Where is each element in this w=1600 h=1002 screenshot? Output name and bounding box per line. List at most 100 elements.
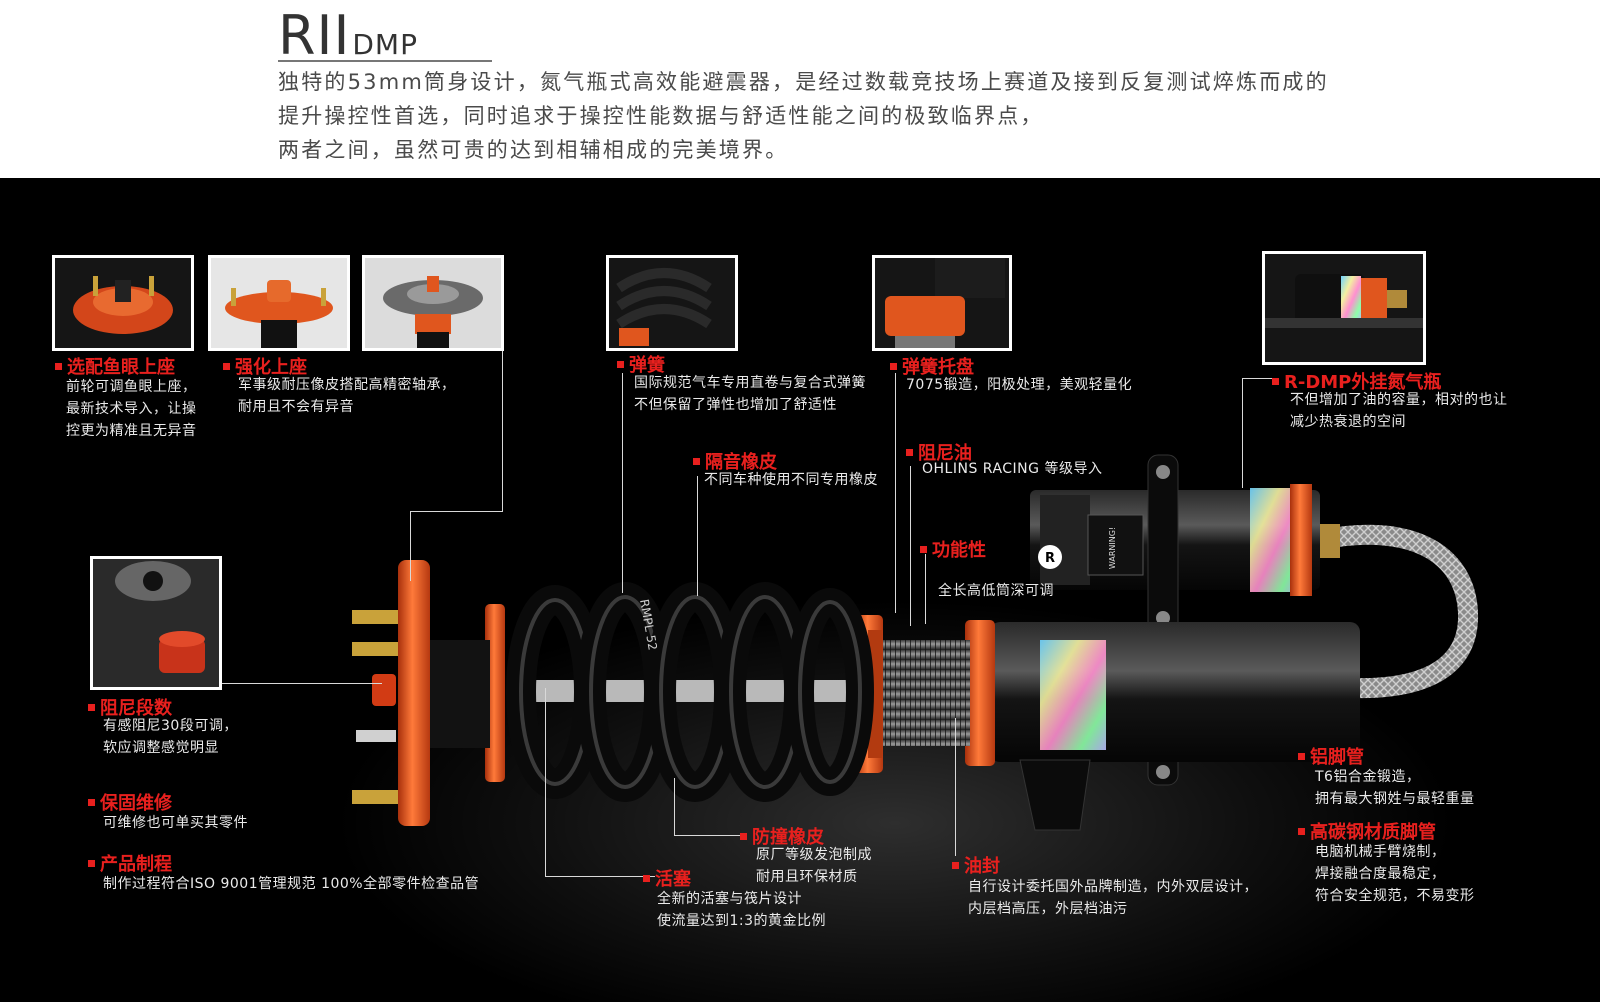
bullet-square — [906, 448, 913, 456]
reservoir-badge-text: R — [1045, 551, 1055, 566]
callout-desc-functionality: 全长高低筒深可调 — [938, 580, 1054, 602]
damping-knob-image — [93, 559, 219, 687]
pillowball-mount-image — [365, 258, 501, 348]
bullet-square — [1272, 377, 1279, 385]
callout-desc-reinforced-mount: 军事级耐压像皮搭配高精密轴承， 耐用且不会有异音 — [238, 374, 456, 418]
product-title: RIIDMP — [278, 4, 418, 67]
bracket-bolt-mid — [1156, 611, 1170, 625]
desc-line: 拥有最大钢姓与最轻重量 — [1315, 791, 1475, 807]
callout-label: 选配鱼眼上座 — [67, 357, 175, 378]
thumb-reinforced-mount — [208, 255, 350, 351]
braided-hose — [1318, 524, 1479, 699]
callout-title-bump-stop: 防撞橡皮 — [740, 823, 824, 849]
desc-line: 耐用且环保材质 — [756, 869, 858, 885]
callout-desc-bump-stop: 原厂等级发泡制成 耐用且环保材质 — [756, 844, 872, 888]
callout-title-steel-leg: 高碳钢材质脚管 — [1298, 818, 1436, 844]
bullet-square — [88, 703, 95, 711]
desc-line: 全长高低筒深可调 — [938, 583, 1054, 599]
callout-label: 防撞橡皮 — [752, 827, 824, 848]
leader-line-c5-v — [1242, 378, 1243, 488]
desc-line: OHLINS RACING 等级导入 — [922, 461, 1103, 477]
top-hat — [430, 640, 490, 748]
body-lock-ring — [965, 620, 995, 766]
desc-line: 焊接融合度最稳定， — [1315, 866, 1446, 882]
callout-title-spring: 弹簧 — [617, 351, 665, 377]
callout-label: 高碳钢材质脚管 — [1310, 822, 1436, 843]
intro-line-3: 两者之间，虽然可贵的达到相辅相成的完美境界。 — [278, 138, 789, 162]
coil-spring — [506, 582, 874, 802]
warning-label — [1087, 514, 1144, 576]
desc-line: 不但保留了弹性也增加了舒适性 — [634, 397, 837, 413]
thumb-reservoir — [1262, 251, 1426, 365]
thumb-damping-knob — [90, 556, 222, 690]
leader-line-c4 — [895, 373, 896, 613]
mount-studs — [352, 610, 398, 804]
callout-desc-steel-leg: 电脑机械手臂烧制， 焊接融合度最稳定， 符合安全规范，不易变形 — [1315, 841, 1475, 907]
bullet-square — [1298, 827, 1305, 835]
desc-line: 减少热衰退的空间 — [1290, 414, 1406, 430]
callout-label: 阻尼油 — [918, 443, 972, 464]
bullet-square — [617, 360, 624, 368]
callout-title-damper-oil: 阻尼油 — [906, 439, 972, 465]
leader-line-c2-up — [502, 351, 503, 511]
callout-title-warranty: 保固维修 — [88, 789, 172, 815]
leader-line-c6 — [697, 476, 698, 596]
leader-line-c3 — [622, 373, 623, 593]
bullet-square — [55, 362, 62, 370]
thumb-pillowball-mount — [362, 255, 504, 351]
callout-desc-sound-rubber: 不同车种使用不同专用橡皮 — [704, 469, 878, 491]
callout-label: 弹簧 — [629, 355, 665, 376]
camber-mount-image — [73, 276, 173, 334]
leader-line-c2-v — [410, 511, 411, 581]
intro-line-2: 提升操控性首选，同时追求于操控性能数据与舒适性能之间的极致临界点， — [278, 104, 1044, 128]
callout-label: 强化上座 — [235, 357, 307, 378]
desc-line: 最新技术导入，让操 — [66, 401, 197, 417]
desc-line: 国际规范气车专用直卷与复合式弹簧 — [634, 375, 866, 391]
callout-label: 功能性 — [932, 540, 986, 561]
callout-desc-oil-seal: 自行设计委托国外品牌制造，内外双层设计， 内层档高压，外层档油污 — [968, 876, 1258, 920]
desc-line: 7075锻造，阳极处理，美观轻量化 — [906, 377, 1133, 393]
bullet-square — [890, 362, 897, 370]
callout-label: 阻尼段数 — [100, 698, 172, 719]
warning-label-text: WARNING! — [1108, 527, 1117, 569]
title-underline — [278, 60, 492, 62]
callout-label: 油封 — [964, 856, 1000, 877]
bullet-square — [643, 874, 650, 882]
desc-line: 前轮可调鱼眼上座， — [66, 379, 197, 395]
product-panel: R WARNING! — [0, 178, 1600, 1002]
desc-line: 电脑机械手臂烧制， — [1315, 844, 1446, 860]
desc-line: 软应调整感觉明显 — [103, 740, 219, 756]
desc-line: 不同车种使用不同专用橡皮 — [704, 472, 878, 488]
callout-desc-manufacturing: 制作过程符合ISO 9001管理规范 100%全部零件检查品管 — [103, 873, 479, 895]
callout-title-piston: 活塞 — [643, 865, 691, 891]
product-title-main: RII — [278, 4, 351, 67]
bullet-square — [920, 545, 927, 553]
callout-title-spring-perch: 弹簧托盘 — [890, 353, 974, 379]
callout-desc-reservoir: 不但增加了油的容量，相对的也让 减少热衰退的空间 — [1290, 389, 1508, 433]
body-holo-sticker — [1040, 640, 1106, 750]
spring-perch-image — [885, 258, 1005, 348]
header: RIIDMP 独特的53mm筒身设计，氮气瓶式高效能避震器，是经过数载竞技场上赛… — [0, 0, 1600, 178]
leader-line-c12-h — [674, 835, 740, 836]
callout-desc-damper-oil: OHLINS RACING 等级导入 — [922, 458, 1102, 480]
callout-label: 产品制程 — [100, 854, 172, 875]
desc-line: 军事级耐压像皮搭配高精密轴承， — [238, 377, 456, 393]
desc-line: 不但增加了油的容量，相对的也让 — [1290, 392, 1508, 408]
reservoir-cap — [1290, 484, 1312, 596]
threaded-sleeve — [880, 640, 970, 746]
desc-line: 使流量达到1:3的黄金比例 — [657, 913, 827, 929]
desc-line: 耐用且不会有异音 — [238, 399, 354, 415]
reservoir-image — [1265, 274, 1423, 328]
leader-line-c7 — [910, 466, 911, 626]
callout-label: 铝脚管 — [1310, 747, 1364, 768]
callout-title-reinforced-mount: 强化上座 — [223, 353, 307, 379]
callout-title-manufacturing: 产品制程 — [88, 850, 172, 876]
bullet-square — [740, 832, 747, 840]
bracket-bolt-top — [1156, 465, 1170, 479]
callout-title-reservoir: R-DMP外挂氮气瓶 — [1272, 368, 1441, 394]
reinforced-mount-image — [211, 258, 347, 348]
desc-line: 全新的活塞与筏片设计 — [657, 891, 802, 907]
thumb-spring-perch — [872, 255, 1012, 351]
bullet-square — [223, 362, 230, 370]
bullet-square — [1298, 752, 1305, 760]
